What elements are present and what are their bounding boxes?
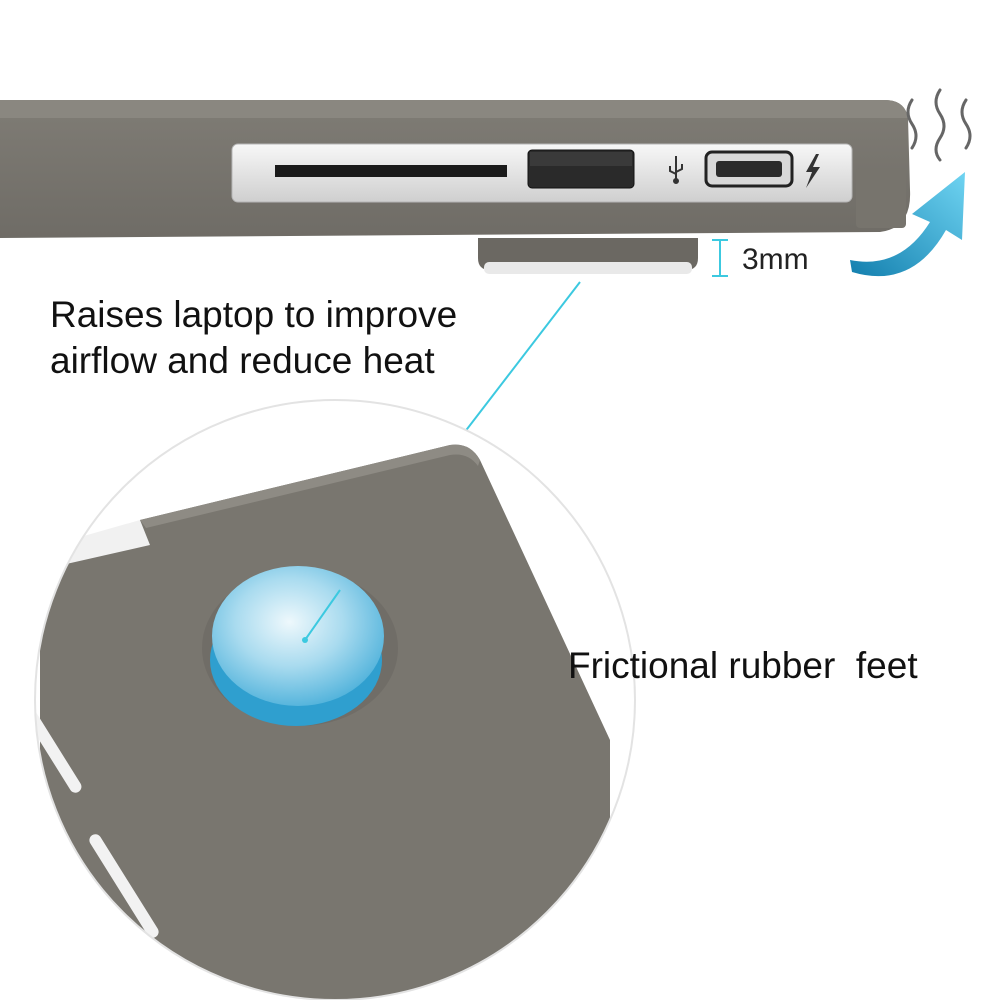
rubber-foot [212,566,384,706]
vent-slot [35,697,82,793]
vent-slot [89,834,159,938]
usb-icon [669,156,683,184]
laptop-side-view [0,88,972,277]
airflow-caption: Raises laptop to improve airflow and red… [50,292,457,384]
heat-wave-icon [906,88,972,162]
sd-card-slot [275,165,507,177]
case-top-edge [0,100,908,118]
zoomed-underside-view [34,399,636,1000]
height-label: 3mm [742,243,809,276]
thunderbolt-icon [806,154,820,188]
case-end-cap [856,168,906,228]
curved-arrow-icon [850,172,965,277]
airflow-caption-line-1: Raises laptop to improve [50,294,458,335]
airflow-caption-line-2: airflow and reduce heat [50,340,435,381]
rubber-feet-caption: Frictional rubber feet [568,645,918,686]
height-measure-marker [712,239,728,277]
